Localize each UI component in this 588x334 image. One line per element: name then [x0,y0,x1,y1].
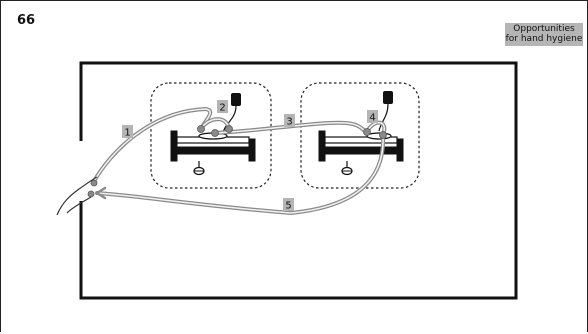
section-label: Opportunities for hand hygiene [505,23,583,46]
moment-label-4-text: 4 [369,113,375,124]
hospital-bed-2-icon [318,130,404,176]
moment-label-1-text: 1 [124,128,130,139]
moment-label-5-text: 5 [285,201,291,212]
hospital-bed-1-icon [170,130,256,176]
moment-label-4: 4 [367,110,378,124]
room-wall [79,61,518,300]
section-label-line-2: for hand hygiene [505,34,583,44]
healthcare-worker-hand-icon [56,176,98,216]
section-label-line-1: Opportunities [513,24,575,34]
moment-label-3: 3 [284,114,295,128]
touch-points [87,125,387,198]
patient-zone-1 [150,82,272,189]
moment-label-1: 1 [122,125,133,139]
patient-zone-2 [300,82,420,189]
moment-label-5: 5 [283,198,294,212]
hand-path-3 [213,120,369,135]
iv-drip-2-icon [378,91,393,132]
hand-path-5 [95,133,386,216]
moment-label-3-text: 3 [286,117,292,128]
moment-label-2: 2 [217,100,228,114]
hand-path-1 [91,106,213,185]
moment-label-2-text: 2 [219,103,225,114]
page-number: 66 [17,13,36,28]
